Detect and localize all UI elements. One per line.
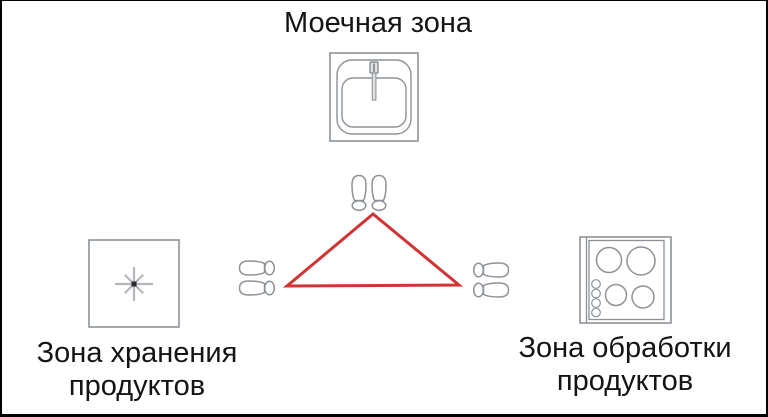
- burner-bottom-right: [631, 285, 655, 309]
- washing-zone-label: Моечная зона: [283, 7, 473, 39]
- sink-icon: [329, 52, 419, 142]
- storage-zone-label: Зона хранения продуктов: [12, 337, 262, 403]
- burner-bottom-left: [604, 283, 628, 307]
- cooktop-panel: [588, 239, 665, 321]
- cooktop-icon: [579, 236, 672, 324]
- processing-zone-label-line1: Зона обработки: [518, 332, 732, 364]
- refrigerator-icon: [88, 239, 180, 328]
- work-triangle: [282, 212, 464, 288]
- snowflake-center-dot: [131, 281, 137, 287]
- footprints-top-icon: [351, 174, 387, 212]
- storage-zone-label-line1: Зона хранения: [36, 337, 238, 369]
- footprints-right-icon: [472, 262, 510, 298]
- burner-top-right: [626, 246, 656, 276]
- burner-top-left: [595, 246, 623, 274]
- storage-zone-label-line2: продуктов: [68, 370, 206, 402]
- control-knobs: [591, 279, 601, 318]
- work-triangle-path: [282, 212, 464, 288]
- faucet: [369, 61, 379, 101]
- footprints-left-icon: [238, 260, 276, 296]
- burners: [595, 246, 656, 309]
- processing-zone-label-line2: продуктов: [556, 365, 694, 397]
- processing-zone-label: Зона обработки продуктов: [500, 332, 750, 398]
